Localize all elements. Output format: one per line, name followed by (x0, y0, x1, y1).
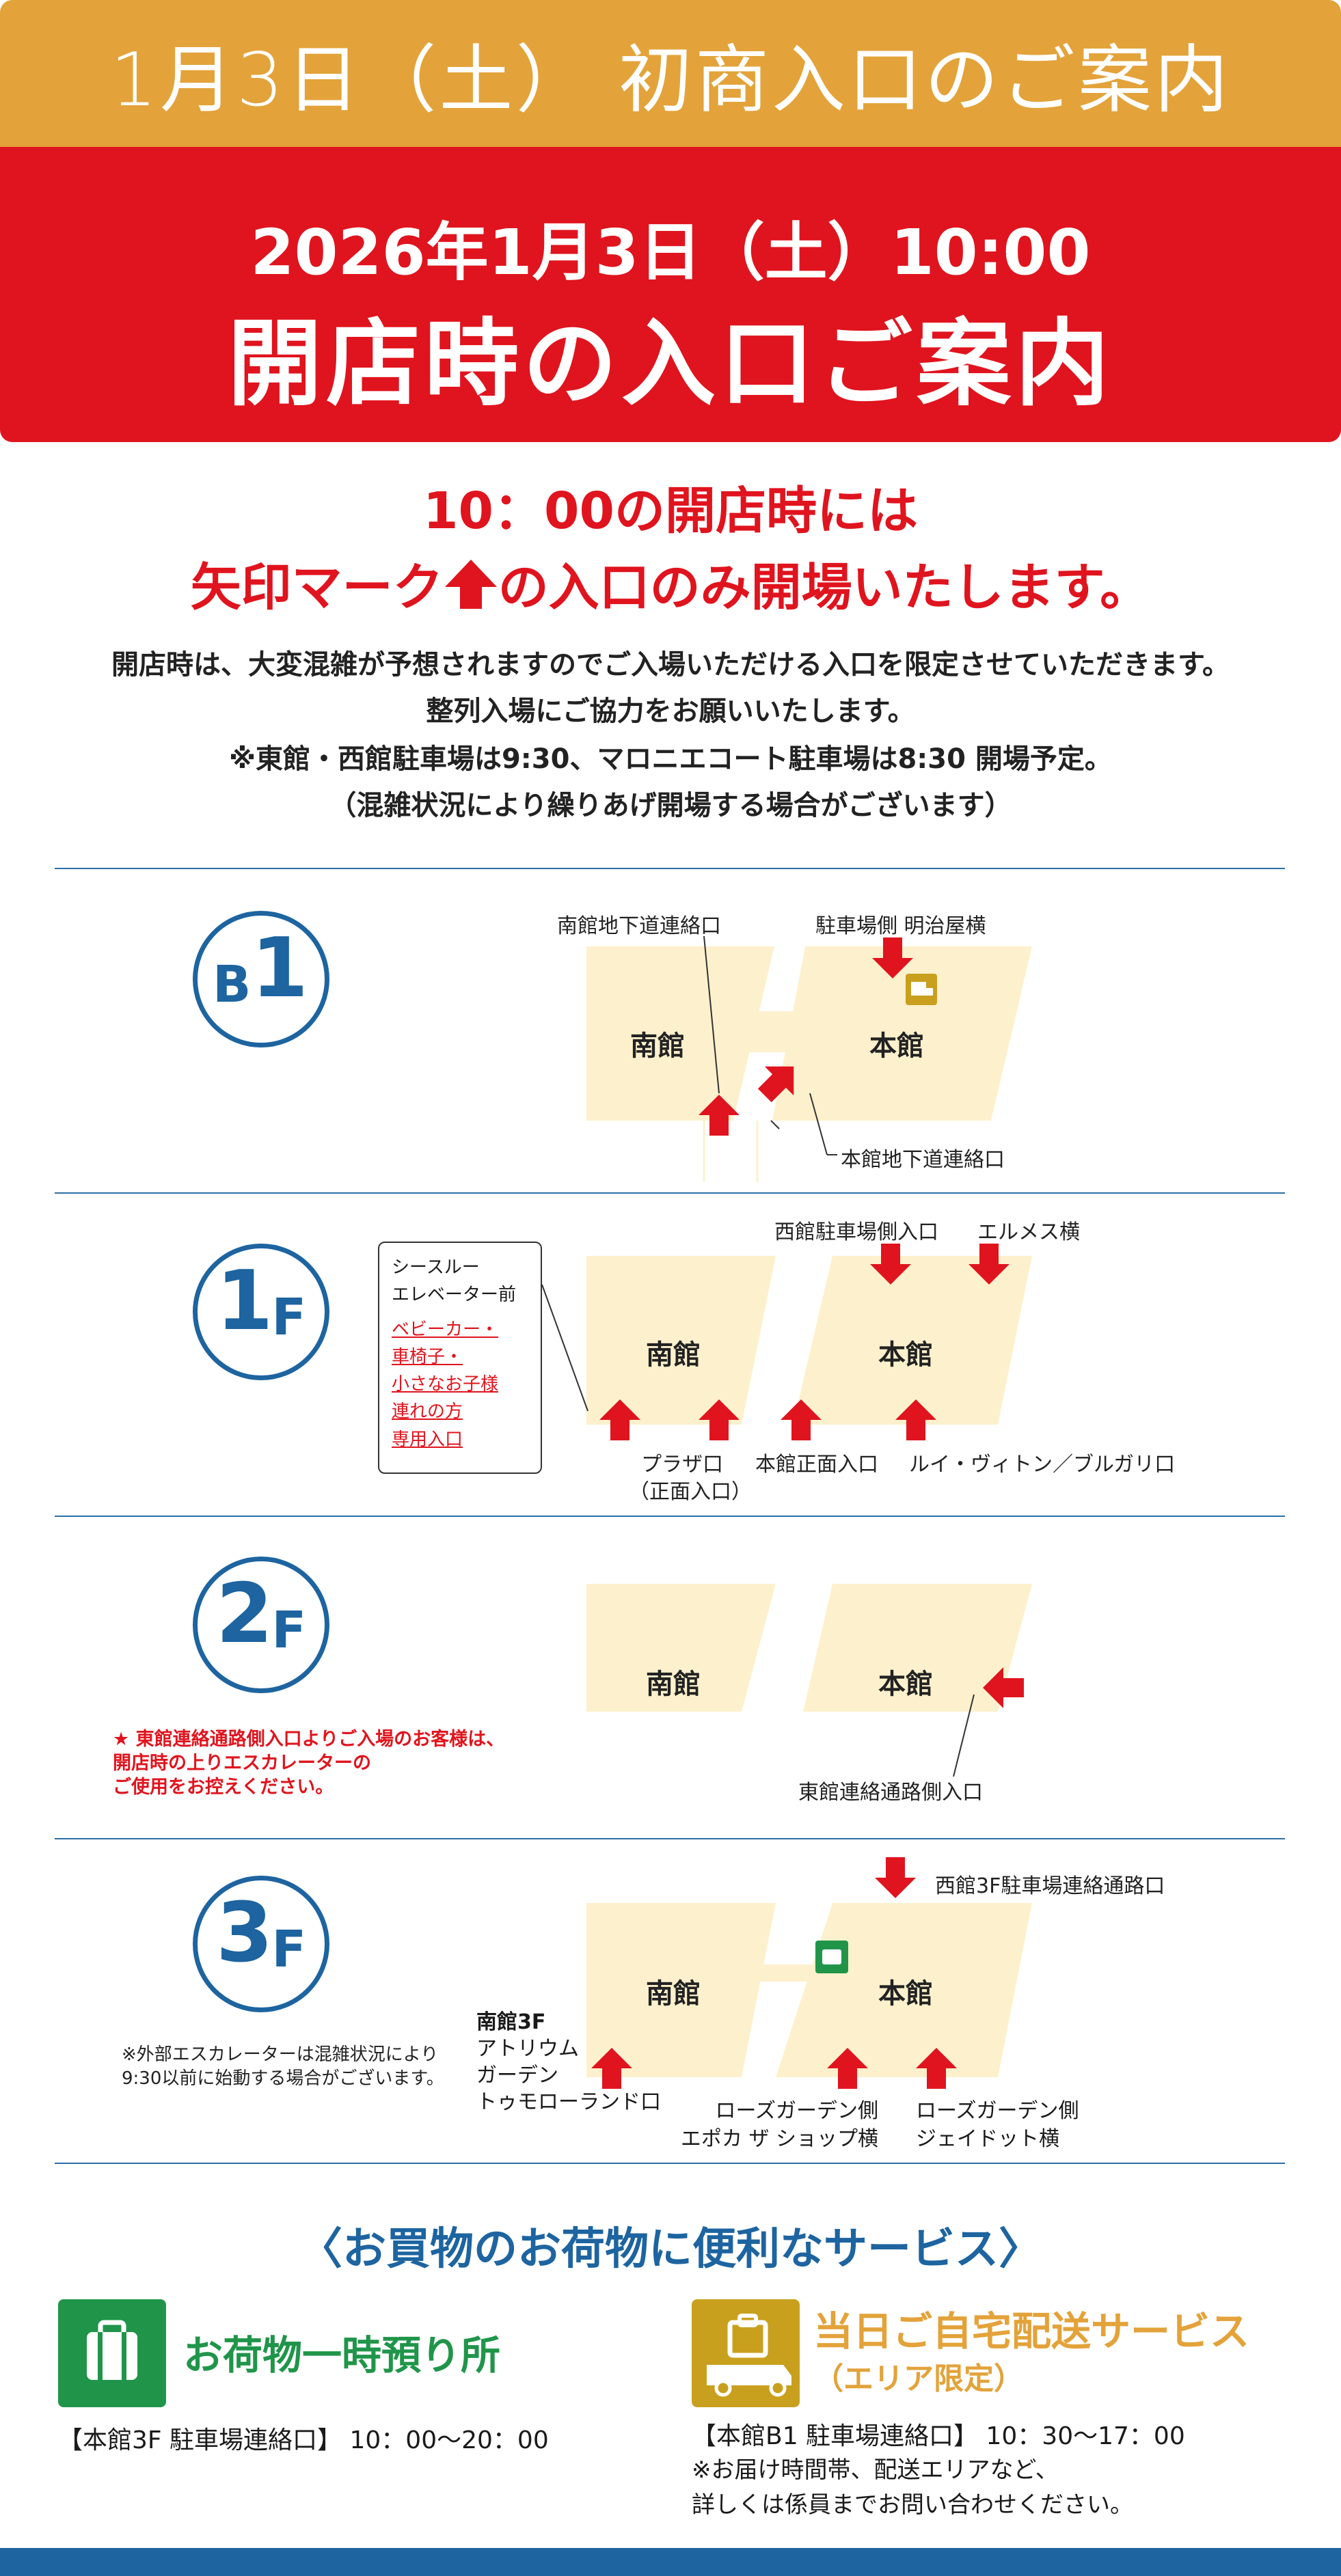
callout-title: シースルー (392, 1257, 480, 1278)
note-line: ※お届け時間帯、配送エリアなど、 (692, 2456, 1059, 2484)
note-line: ご使用をお控えください。 (113, 1777, 334, 1798)
label-line: エポカ ザ ショップ横 (680, 2126, 878, 2151)
delivery-service-detail: 【本館B1 駐車場連絡口】 10：30〜17：00 (692, 2422, 1185, 2450)
delivery-service-note: ※お届け時間帯、配送エリアなど、 詳しくは係員までお問い合わせください。 (692, 2453, 1133, 2523)
f2-label-east-passage: 東館連絡通路側入口 (798, 1781, 983, 1805)
divider (55, 1838, 1285, 1839)
note-line: ※外部エスカレーターは混雑状況により (122, 2044, 439, 2065)
divider (55, 1516, 1285, 1517)
f1-label-plaza: プラザ口 (641, 1453, 723, 1477)
badge-letter: B (213, 955, 252, 1014)
f2-main-name: 本館 (878, 1669, 933, 1700)
headline-line-1: 10：00の開店時には (423, 482, 918, 540)
headline-line-2: 矢印マークの入口のみ開場いたします。 (0, 547, 1341, 620)
delivery-truck-icon (692, 2299, 800, 2407)
f3-rose2-label: ローズガーデン側 ジェイドット横 (916, 2098, 1079, 2153)
note-line: 9:30以前に始動する場合がございます。 (122, 2068, 444, 2089)
callout-note: 連れの方 (392, 1401, 463, 1423)
label-title: 南館3F (476, 2010, 546, 2034)
notice-2: 整列入場にご協力をお願いいたします。 (426, 696, 915, 727)
opening-subtitle: 開店時の入口ご案内 (227, 309, 1113, 419)
notice-1: 開店時は、大変混雑が予想されますのでご入場いただける入口を限定させていただきます… (111, 649, 1230, 681)
callout-note: 専用入口 (392, 1429, 463, 1450)
f2-main-building (803, 1584, 1032, 1712)
opening-date: 2026年1月3日（土）10:00 (250, 216, 1091, 289)
f3-south3f-label: 南館3F アトリウム ガーデン トゥモローランド口 (476, 2009, 661, 2115)
f2-escalator-note: ★ 東館連絡通路側入口よりご入場のお客様は、 開店時の上りエスカレーターの ご使… (113, 1727, 504, 1799)
top-banner-title: 1月3日（土） 初商入口のご案内 (0, 0, 1341, 147)
note-line: 開店時の上りエスカレーターの (113, 1753, 371, 1775)
f2-south-name: 南館 (646, 1669, 701, 1700)
callout-title: エレベーター前 (392, 1285, 517, 1306)
badge-unit: F (271, 1601, 307, 1660)
f1-south-building (586, 1256, 776, 1425)
f3-arrow-west3f (875, 1857, 916, 1898)
b1-label-main-passage: 本館地下道連絡口 (841, 1148, 1005, 1172)
divider (55, 1192, 1285, 1194)
callout-note: ベビーカー・ (392, 1319, 499, 1340)
f1-label-main-front: 本館正面入口 (755, 1453, 878, 1477)
b1-south-building (586, 946, 774, 1121)
f1-main-name: 本館 (878, 1339, 933, 1371)
notice-3: ※東館・西館駐車場は9:30、マロニエコート駐車場は8:30 開場予定。 (229, 743, 1112, 775)
b1-south-name: 南館 (630, 1030, 685, 1062)
note-line: 詳しくは係員までお問い合わせください。 (692, 2491, 1133, 2519)
badge-number: 1 (215, 1254, 273, 1349)
f3-escalator-note: ※外部エスカレーターは混雑状況により 9:30以前に始動する場合がございます。 (122, 2043, 444, 2091)
divider (55, 868, 1285, 869)
footer-bar (0, 2548, 1341, 2576)
callout-note: 車椅子・ (392, 1346, 463, 1367)
label-line: トゥモローランド口 (476, 2090, 661, 2114)
f2-south-building (586, 1584, 776, 1712)
label-line: ジェイドット横 (916, 2126, 1059, 2151)
f3-rose1-label: ローズガーデン側 エポカ ザ ショップ横 (680, 2098, 878, 2153)
delivery-service-title: 当日ご自宅配送サービス (813, 2308, 1250, 2355)
luggage-icon (58, 2299, 166, 2407)
badge-unit: F (271, 1920, 307, 1979)
label-line: ローズガーデン側 (916, 2099, 1079, 2123)
f3-south-name: 南館 (646, 1978, 701, 2010)
f3-label-west3f: 西館3F駐車場連絡通路口 (935, 1874, 1165, 1898)
f3-south-building (586, 1903, 776, 2077)
callout-note: 小さなお子様 (392, 1374, 499, 1395)
luggage-service-title: お荷物一時預り所 (183, 2332, 501, 2379)
badge-number: 2 (215, 1567, 273, 1662)
label-line: アトリウム (476, 2037, 579, 2061)
f1-south-name: 南館 (646, 1339, 701, 1371)
services-heading: 〈お買物のお荷物に便利なサービス〉 (299, 2224, 1042, 2275)
headline-suffix: の入口のみ開場いたします。 (498, 558, 1151, 617)
divider (55, 2163, 1285, 2164)
b1-label-parking: 駐車場側 明治屋横 (815, 914, 986, 938)
f1-label-hermes: エルメス横 (977, 1220, 1080, 1244)
luggage-service-detail: 【本館3F 駐車場連絡口】 10：00〜20：00 (58, 2426, 549, 2454)
opening-hero: 2026年1月3日（土）10:00 開店時の入口ご案内 (0, 147, 1341, 442)
b1-main-building (772, 946, 1032, 1121)
badge-unit: F (271, 1288, 307, 1347)
f1-label-plaza-sub: （正面入口） (629, 1480, 752, 1504)
badge-number: 1 (251, 921, 308, 1016)
f1-label-west-parking: 西館駐車場側入口 (774, 1220, 938, 1244)
up-arrow-icon (444, 560, 497, 609)
headline-prefix: 矢印マーク (190, 558, 444, 617)
f1-elevator-callout: シースルー エレベーター前 ベビーカー・ 車椅子・ 小さなお子様 連れの方 専用… (378, 1242, 542, 1474)
notice-4: （混雑状況により繰りあげ開場する場合がございます） (329, 790, 1012, 821)
b1-label-south-passage: 南館地下道連絡口 (557, 914, 721, 938)
label-line: ローズガーデン側 (715, 2099, 879, 2123)
badge-number: 3 (215, 1886, 273, 1981)
f1-main-building (793, 1256, 1032, 1425)
f3-main-name: 本館 (878, 1978, 933, 2010)
note-line: ★ 東館連絡通路側入口よりご入場のお客様は、 (113, 1729, 505, 1750)
f1-label-lv: ルイ・ヴィトン／ブルガリ口 (909, 1453, 1176, 1477)
delivery-service-subtitle: （エリア限定） (813, 2361, 1024, 2396)
b1-main-name: 本館 (869, 1030, 924, 1062)
label-line: ガーデン (476, 2064, 558, 2087)
